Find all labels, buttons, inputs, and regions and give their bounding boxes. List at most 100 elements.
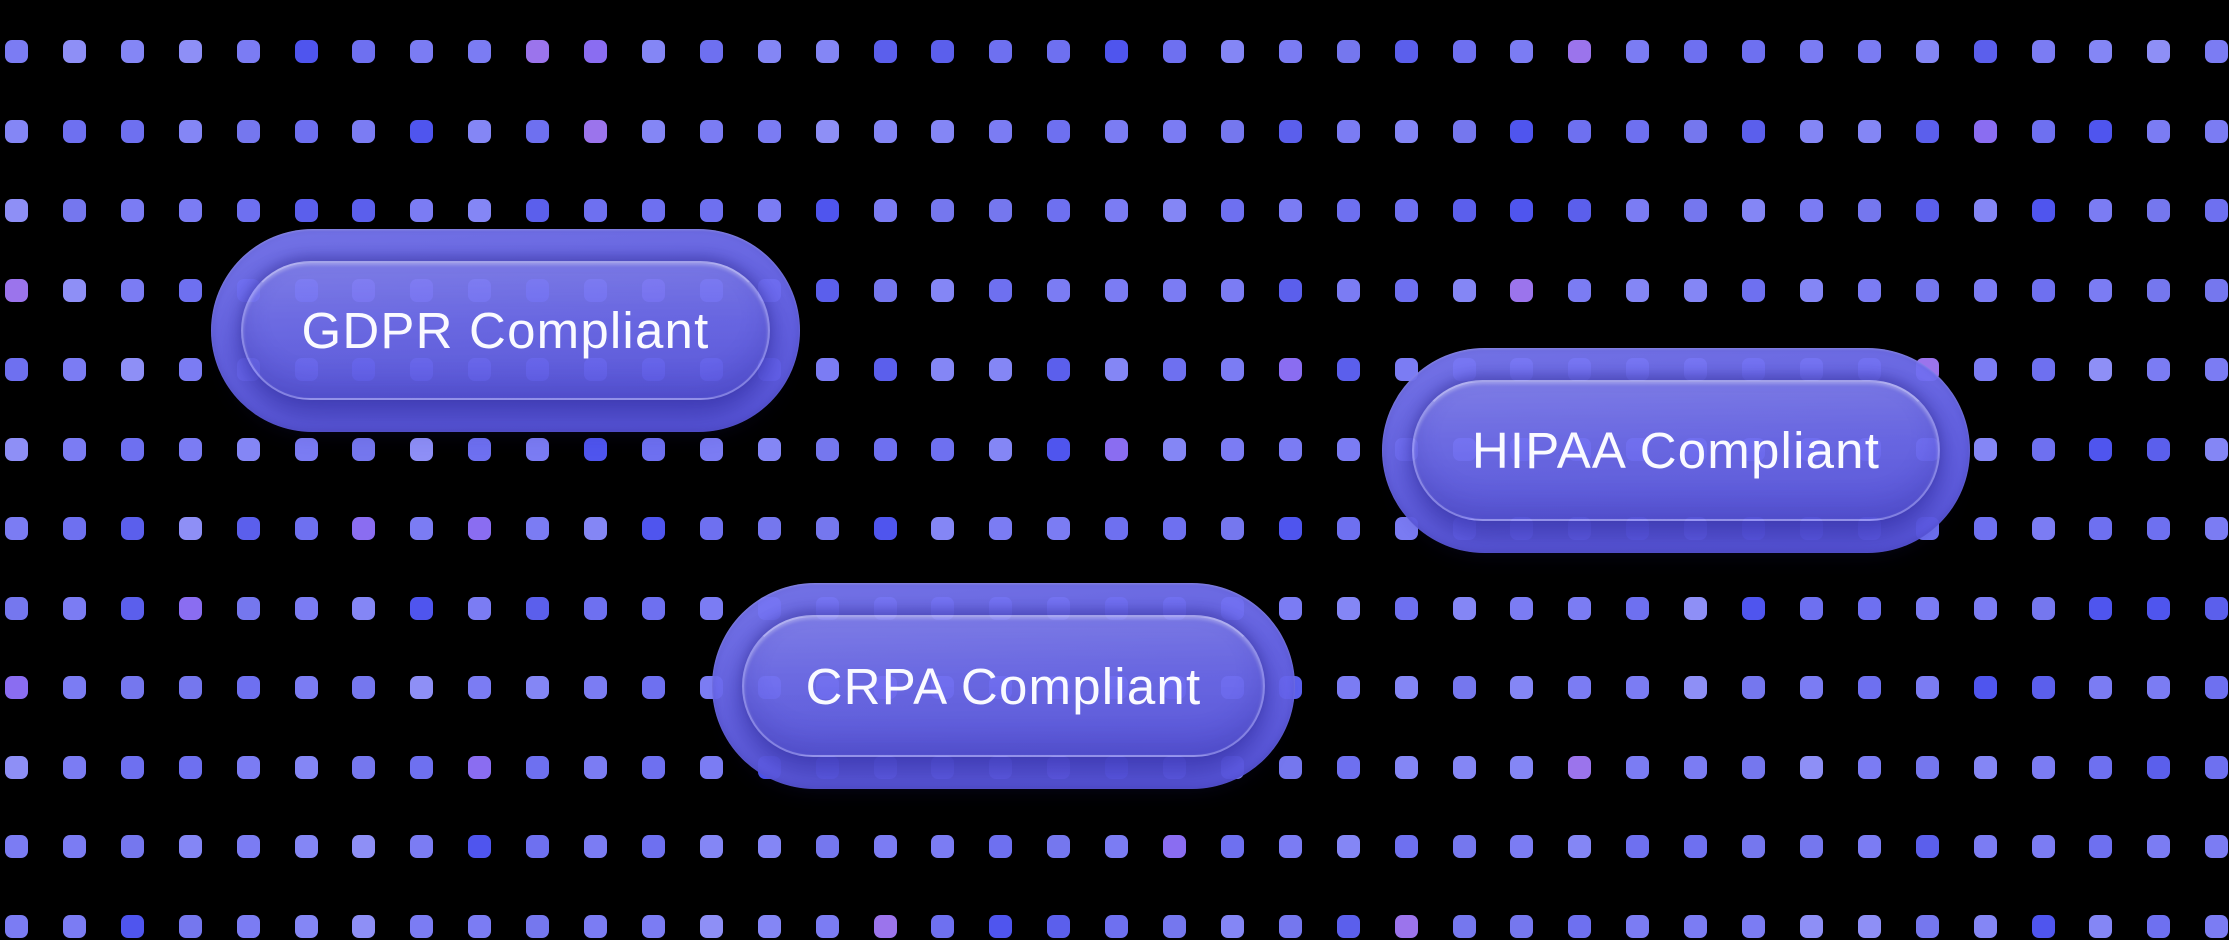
grid-dot: [1799, 676, 1823, 699]
grid-dot: [5, 517, 28, 540]
grid-dot: [2031, 437, 2055, 461]
grid-dot: [1973, 676, 1997, 699]
grid-dot: [120, 358, 144, 381]
grid-dot: [1973, 755, 1997, 779]
grid-dot: [2205, 914, 2229, 938]
grid-dot: [410, 517, 434, 540]
grid-dot: [1336, 437, 1360, 461]
grid-dot: [2147, 358, 2171, 381]
grid-dot: [5, 596, 28, 620]
grid-dot: [2147, 199, 2171, 222]
grid-dot: [1799, 199, 1823, 222]
grid-dot: [178, 278, 202, 302]
grid-dot: [410, 199, 434, 222]
grid-dot: [2205, 358, 2229, 381]
grid-dot: [5, 358, 28, 381]
grid-dot: [1684, 119, 1708, 143]
grid-dot: [1742, 596, 1765, 620]
grid-dot: [2031, 596, 2055, 620]
grid-dot: [1394, 596, 1418, 620]
grid-dot: [1394, 40, 1418, 63]
grid-dot: [1742, 914, 1765, 938]
grid-dot: [699, 199, 723, 222]
grid-dot: [2205, 517, 2229, 540]
grid-dot: [2089, 437, 2113, 461]
grid-dot: [1510, 755, 1534, 779]
grid-dot: [1510, 40, 1534, 63]
grid-dot: [1510, 596, 1534, 620]
grid-dot: [1510, 278, 1534, 302]
grid-dot: [584, 199, 607, 222]
grid-dot: [1973, 437, 1997, 461]
grid-dot: [1568, 278, 1592, 302]
grid-dot: [1626, 755, 1650, 779]
grid-dot: [989, 358, 1013, 381]
grid-dot: [757, 119, 781, 143]
grid-dot: [352, 40, 376, 63]
grid-dot: [1220, 199, 1244, 222]
grid-dot: [2089, 358, 2113, 381]
grid-dot: [294, 755, 318, 779]
grid-dot: [1568, 755, 1592, 779]
grid-dot: [2205, 676, 2229, 699]
grid-dot: [352, 755, 376, 779]
grid-dot: [699, 596, 723, 620]
grid-dot: [989, 199, 1013, 222]
grid-dot: [1394, 835, 1418, 858]
grid-dot: [1973, 517, 1997, 540]
grid-dot: [62, 596, 86, 620]
grid-dot: [641, 676, 665, 699]
gdpr-compliant-badge[interactable]: GDPR Compliant: [211, 229, 800, 432]
grid-dot: [2147, 835, 2171, 858]
grid-dot: [410, 596, 434, 620]
grid-dot: [1336, 914, 1360, 938]
grid-dot: [1336, 278, 1360, 302]
grid-dot: [1452, 596, 1476, 620]
hipaa-compliant-badge[interactable]: HIPAA Compliant: [1382, 348, 1970, 553]
grid-dot: [1163, 914, 1186, 938]
grid-dot: [1857, 40, 1881, 63]
grid-dot: [294, 40, 318, 63]
grid-dot: [815, 437, 839, 461]
grid-dot: [1047, 914, 1071, 938]
grid-dot: [584, 517, 607, 540]
grid-dot: [1973, 119, 1997, 143]
grid-dot: [294, 517, 318, 540]
grid-dot: [1568, 119, 1592, 143]
grid-dot: [1047, 278, 1071, 302]
grid-dot: [931, 358, 955, 381]
grid-dot: [1105, 517, 1129, 540]
grid-dot: [989, 278, 1013, 302]
grid-dot: [1799, 278, 1823, 302]
grid-dot: [2205, 596, 2229, 620]
grid-dot: [2205, 437, 2229, 461]
grid-dot: [931, 278, 955, 302]
grid-dot: [410, 40, 434, 63]
grid-dot: [120, 278, 144, 302]
grid-dot: [1973, 835, 1997, 858]
grid-dot: [2031, 278, 2055, 302]
grid-dot: [2089, 278, 2113, 302]
grid-dot: [1452, 755, 1476, 779]
grid-dot: [873, 278, 897, 302]
grid-dot: [2031, 835, 2055, 858]
grid-dot: [468, 40, 492, 63]
grid-dot: [1278, 596, 1302, 620]
grid-dot: [1857, 914, 1881, 938]
grid-dot: [120, 199, 144, 222]
grid-dot: [1626, 40, 1650, 63]
grid-dot: [1973, 914, 1997, 938]
grid-dot: [1799, 755, 1823, 779]
grid-dot: [410, 119, 434, 143]
grid-dot: [352, 437, 376, 461]
grid-dot: [5, 437, 28, 461]
grid-dot: [352, 517, 376, 540]
grid-dot: [1742, 119, 1765, 143]
crpa-compliant-badge[interactable]: CRPA Compliant: [712, 583, 1295, 789]
grid-dot: [1220, 358, 1244, 381]
grid-dot: [1799, 835, 1823, 858]
grid-dot: [1915, 596, 1939, 620]
grid-dot: [584, 119, 607, 143]
grid-dot: [1278, 40, 1302, 63]
grid-dot: [1394, 278, 1418, 302]
